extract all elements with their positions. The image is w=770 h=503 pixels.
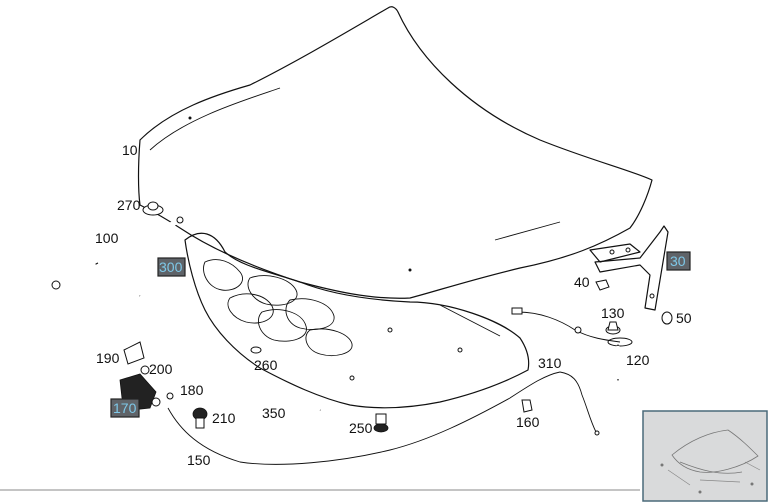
gas-strut	[51, 216, 184, 290]
label-50: 50	[676, 310, 692, 326]
label-30: 30	[670, 253, 686, 269]
label-10: 10	[122, 142, 138, 158]
seal-strip	[138, 294, 321, 412]
label-120: 120	[626, 352, 650, 368]
grommet-50	[661, 311, 673, 325]
label-260: 260	[254, 357, 278, 373]
label-210: 210	[212, 410, 236, 426]
label-190: 190	[96, 350, 120, 366]
label-350: 350	[262, 405, 286, 421]
clip-130	[605, 321, 621, 335]
clip-160	[521, 399, 533, 413]
overview-thumbnail-icon[interactable]	[642, 410, 768, 502]
hood-hinge	[589, 225, 669, 311]
label-100: 100	[95, 230, 119, 246]
hood-inner-panel	[184, 232, 530, 409]
bump-stop	[142, 201, 164, 216]
buffer-250	[373, 413, 389, 433]
nut-40	[595, 279, 610, 291]
label-180: 180	[180, 382, 204, 398]
plug-260	[250, 346, 262, 354]
label-160: 160	[516, 414, 540, 430]
label-250: 250	[349, 420, 373, 436]
label-270: 270	[117, 197, 141, 213]
cable-310	[511, 307, 621, 343]
highlight-box-300	[157, 257, 186, 277]
label-130: 130	[601, 305, 625, 321]
label-150: 150	[187, 452, 211, 468]
highlight-box-170	[110, 398, 140, 418]
label-310: 310	[538, 355, 562, 371]
cable-150	[167, 371, 600, 465]
buffer-210	[192, 407, 208, 429]
label-40: 40	[574, 274, 590, 290]
label-170: 170	[113, 400, 137, 416]
label-300: 300	[159, 259, 183, 275]
label-200: 200	[149, 361, 173, 377]
hood-outer-panel	[137, 6, 653, 299]
highlight-box-30	[666, 251, 691, 271]
part-labels: 10 270 100 300 30 40 130 50 120 190 200 …	[95, 142, 692, 468]
